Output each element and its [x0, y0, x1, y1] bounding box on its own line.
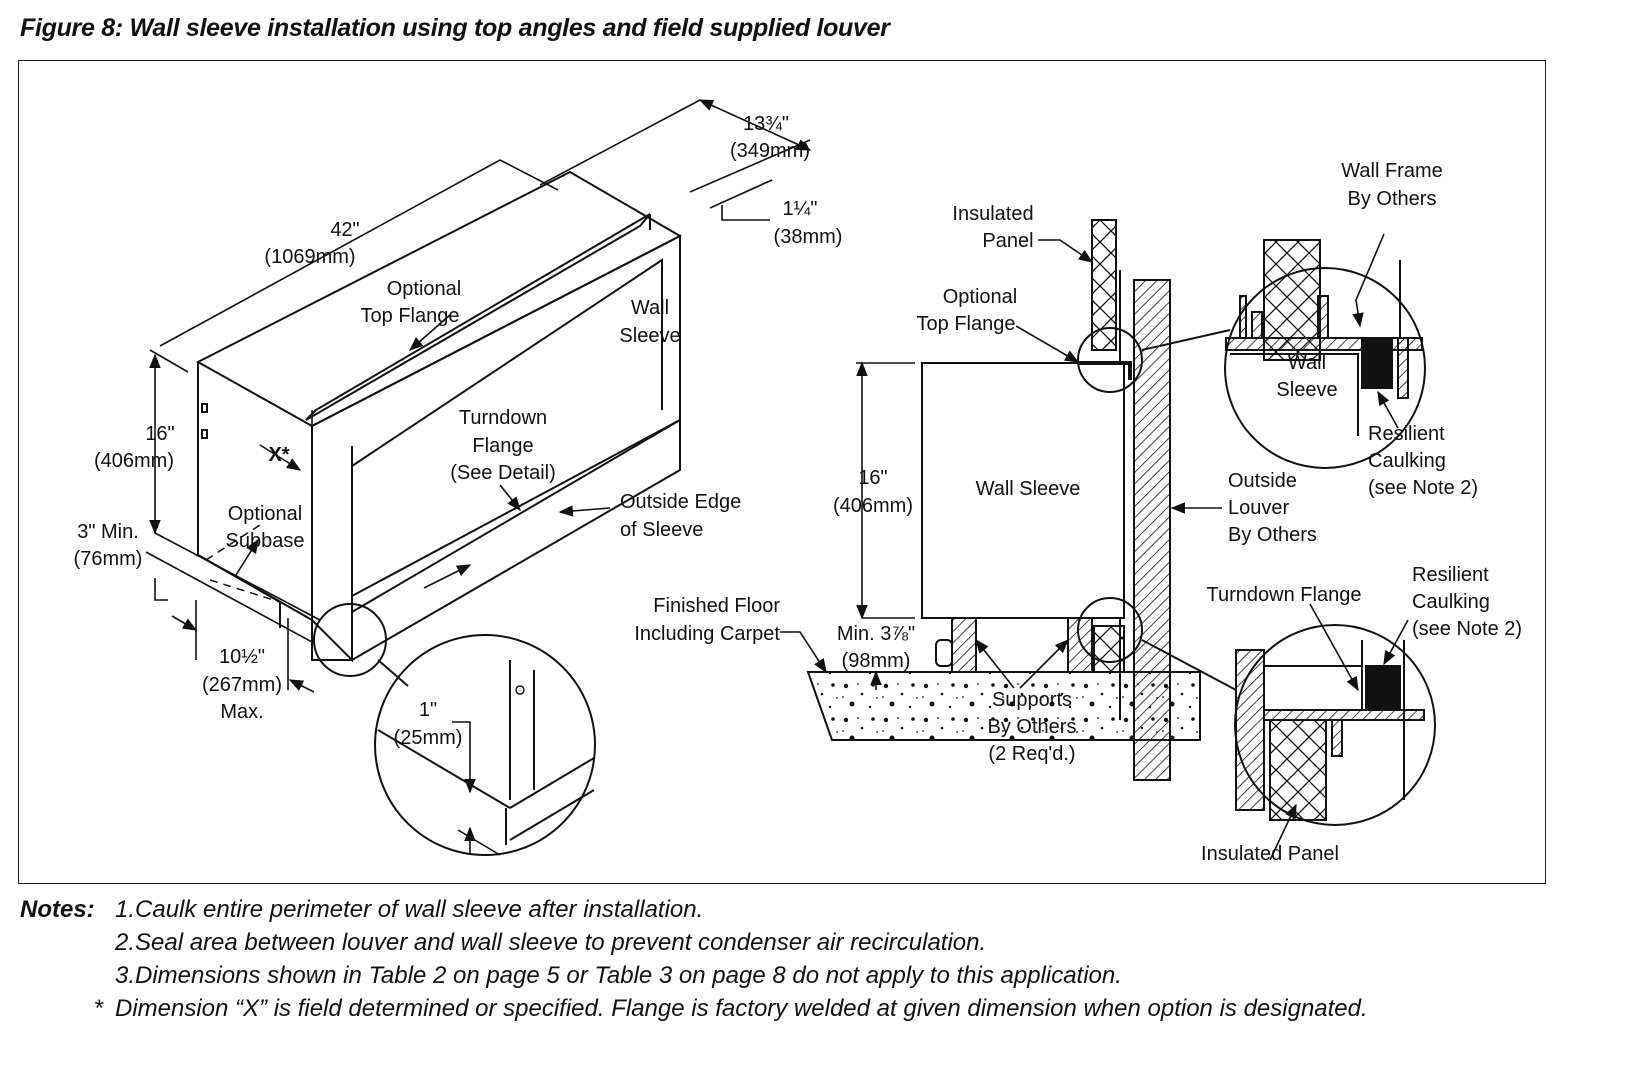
label-dim-16-left: 16" — [145, 423, 174, 445]
wall-sleeve-box — [921, 362, 1125, 619]
label-optional-subbase-1: Optional — [228, 503, 303, 525]
label-optional-top-flange-2: Top Flange — [361, 305, 460, 327]
dim-13-3-4-line — [698, 99, 812, 151]
note-2-text: 2.Seal area between louver and wall slee… — [115, 929, 987, 956]
notes-block: Notes: 1.Caulk entire perimeter of wall s… — [20, 893, 1368, 1025]
label-resilient-bottom-1: Resilient — [1412, 564, 1489, 586]
label-supports-2: By Others — [988, 716, 1077, 738]
labels-left: 42" (1069mm) 13¾" (349mm) 1¼" (38mm) Opt… — [74, 113, 843, 749]
note-1: Notes: 1.Caulk entire perimeter of wall s… — [20, 893, 1368, 926]
labels-right: Insulated Panel Optional Top Flange 16" … — [634, 160, 1522, 865]
x-marker-arrow — [259, 444, 302, 471]
label-dim-42-mm: (1069mm) — [264, 246, 355, 268]
label-resilient-top-1: Resilient — [1368, 423, 1445, 445]
section-view — [806, 219, 1237, 781]
label-dim-depth: 13¾" — [743, 113, 789, 135]
label-detail-wall-2: Sleeve — [1276, 379, 1337, 401]
label-finished-floor-1: Finished Floor — [653, 595, 780, 617]
support-leader-2 — [1019, 638, 1070, 689]
label-outside-edge-2: of Sleeve — [620, 519, 703, 541]
figure-title: Figure 8: Wall sleeve installation using… — [20, 14, 890, 42]
label-wall-frame-2: By Others — [1348, 188, 1437, 210]
label-turndown-1: Turndown — [459, 407, 547, 429]
label-dim-42: 42" — [330, 219, 359, 241]
label-dim-flange-mm: (38mm) — [774, 226, 843, 248]
finished-floor-leader — [780, 631, 827, 674]
label-detail-dim: 1" — [419, 699, 437, 721]
turndown-flange-leader — [1309, 603, 1359, 692]
label-resilient-top-3: (see Note 2) — [1368, 477, 1478, 499]
label-dim-subbase-min: 3" Min. — [77, 521, 139, 543]
label-insulated-panel-top-2: Panel — [982, 230, 1033, 252]
section-dimension-lines — [780, 239, 1222, 690]
note-1-text: 1.Caulk entire perimeter of wall sleeve … — [115, 896, 704, 923]
label-turndown-2: Flange — [472, 435, 533, 457]
label-dim-16-left-mm: (406mm) — [94, 450, 174, 472]
support-right — [1067, 617, 1093, 673]
note-asterisk: * Dimension “X” is field determined or sp… — [20, 992, 1368, 1025]
label-outside-louver-2: Louver — [1228, 497, 1289, 519]
dim-42-line — [159, 159, 501, 347]
label-dim-depth-mm: (349mm) — [730, 140, 810, 162]
turndown-leader — [499, 484, 521, 512]
label-insulated-panel-bottom: Insulated Panel — [1201, 843, 1339, 865]
label-resilient-bottom-3: (see Note 2) — [1412, 618, 1522, 640]
label-resilient-top-2: Caulking — [1368, 450, 1446, 472]
detail-bubble-top — [1224, 233, 1426, 469]
label-turndown-3: (See Detail) — [450, 462, 556, 484]
label-outside-edge-1: Outside Edge — [620, 491, 741, 513]
insulated-panel-leader-bottom — [1269, 803, 1297, 861]
label-x-marker: X* — [268, 444, 289, 466]
label-optional-top-flange-r2: Top Flange — [917, 313, 1016, 335]
outside-edge-leader — [558, 505, 611, 517]
label-dim-flange: 1¼" — [783, 198, 818, 220]
detail-bubble-turndown — [374, 634, 596, 856]
label-dim-subbase-depth-mm: (267mm) — [202, 674, 282, 696]
note-2: 2.Seal area between louver and wall slee… — [20, 926, 1368, 959]
note-asterisk-text: Dimension “X” is field determined or spe… — [115, 995, 1368, 1022]
label-supports-3: (2 Req'd.) — [988, 743, 1075, 765]
label-optional-top-flange-r1: Optional — [943, 286, 1018, 308]
notes-heading: Notes: — [20, 896, 95, 923]
insulated-panel-leader — [1038, 239, 1094, 263]
label-dim-16-right: 16" — [858, 467, 887, 489]
wall-frame-leader — [1352, 233, 1385, 328]
concrete-floor — [806, 671, 1201, 741]
resilient-caulking-top — [1361, 339, 1393, 389]
note-3: 3.Dimensions shown in Table 2 on page 5 … — [20, 959, 1368, 992]
label-dim-min-mm: (98mm) — [842, 650, 911, 672]
note-3-text: 3.Dimensions shown in Table 2 on page 5 … — [115, 962, 1122, 989]
label-optional-top-flange-1: Optional — [387, 278, 462, 300]
label-detail-dim-mm: (25mm) — [394, 727, 463, 749]
label-detail-wall-1: Wall — [1288, 352, 1326, 374]
label-resilient-bottom-2: Caulking — [1412, 591, 1490, 613]
label-supports-1: Supports — [992, 689, 1072, 711]
label-dim-subbase-depth: 10½" — [219, 646, 265, 668]
label-dim-min: Min. 3⅞" — [837, 623, 915, 645]
label-dim-16-right-mm: (406mm) — [833, 495, 913, 517]
label-wall-frame-1: Wall Frame — [1341, 160, 1442, 182]
figure-frame — [18, 60, 1546, 884]
label-insulated-panel-top-1: Insulated — [952, 203, 1033, 225]
left-dimension-lines — [145, 99, 812, 693]
label-wall-sleeve-right: Wall Sleeve — [976, 478, 1081, 500]
label-finished-floor-2: Including Carpet — [634, 623, 780, 645]
support-leader-1 — [975, 638, 1015, 689]
label-wall-sleeve-2: Sleeve — [619, 325, 680, 347]
label-optional-subbase-2: Subbase — [226, 530, 305, 552]
subbase-leader — [235, 538, 259, 576]
asterisk-marker: * — [93, 995, 103, 1022]
label-dim-subbase-max: Max. — [220, 701, 263, 723]
top-flange-leader-right — [1015, 325, 1080, 363]
support-left — [951, 617, 977, 673]
label-outside-louver-3: By Others — [1228, 524, 1317, 546]
label-outside-louver-1: Outside — [1228, 470, 1297, 492]
detail-bubble-bottom — [1234, 603, 1436, 861]
resilient-caulking-bottom — [1365, 665, 1401, 711]
label-turndown-flange-right: Turndown Flange — [1207, 584, 1362, 606]
label-wall-sleeve-1: Wall — [631, 297, 669, 319]
top-flange-leader-left — [408, 314, 451, 351]
label-dim-subbase-min-mm: (76mm) — [74, 548, 143, 570]
